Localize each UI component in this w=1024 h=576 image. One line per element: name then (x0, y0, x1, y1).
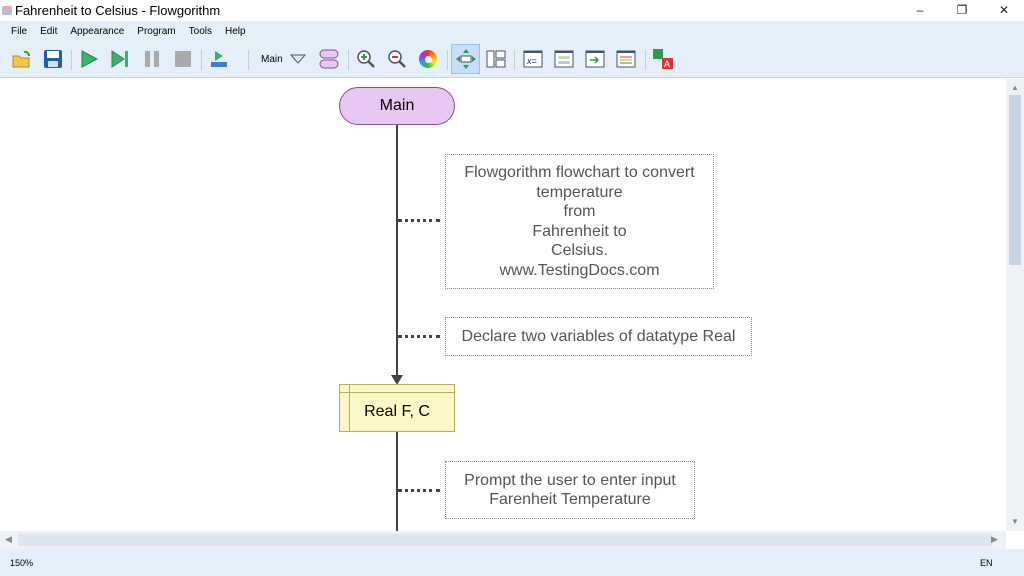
menu-tools[interactable]: Tools (188, 25, 213, 37)
scroll-up-icon[interactable]: ▲ (1011, 83, 1019, 92)
comment-line: Farenheit Temperature (489, 491, 651, 508)
app-icon (2, 6, 12, 15)
console-window-icon[interactable] (552, 47, 576, 71)
source-code-icon[interactable] (614, 47, 638, 71)
comment-line: Declare two variables of datatype Real (461, 327, 736, 345)
layout-icon[interactable] (484, 47, 508, 71)
add-function-icon[interactable] (317, 47, 341, 71)
scroll-thumb[interactable] (1009, 95, 1021, 265)
declare-block[interactable]: Real F, C (339, 384, 455, 432)
menu-bar: File Edit Appearance Program Tools Help (0, 21, 1024, 41)
function-dropdown-icon[interactable] (286, 47, 310, 71)
function-select[interactable]: Main (261, 54, 283, 65)
menu-help[interactable]: Help (225, 25, 246, 37)
minimize-button[interactable]: – (916, 3, 924, 17)
language-indicator: EN (980, 558, 993, 568)
comment-description[interactable]: Flowgorithm flowchart to convert tempera… (445, 154, 714, 289)
comment-line: temperature (536, 183, 623, 201)
pause-icon[interactable] (140, 47, 164, 71)
main-terminal[interactable]: Main (339, 87, 455, 125)
vertical-scrollbar[interactable]: ▲ ▼ (1006, 79, 1024, 531)
comment-line: from (563, 203, 596, 220)
title-bar: Fahrenheit to Celsius - Flowgorithm – ❐ … (0, 0, 1024, 21)
comment-line: Celsius. (551, 242, 608, 259)
step-icon[interactable] (108, 47, 132, 71)
comment-line: Flowgorithm flowchart to convert (464, 164, 695, 181)
stop-icon[interactable] (171, 47, 195, 71)
flow-line (396, 432, 398, 531)
comment-line: Prompt the user to enter input (464, 471, 676, 489)
comment-input[interactable]: Prompt the user to enter input Farenheit… (445, 461, 695, 519)
svg-text:A: A (664, 59, 670, 69)
comment-line: Fahrenheit to (532, 222, 627, 240)
flow-line (396, 125, 398, 375)
menu-appearance[interactable]: Appearance (70, 25, 125, 37)
window-title: Fahrenheit to Celsius - Flowgorithm (15, 3, 221, 18)
horizontal-scrollbar[interactable]: ◀ ▶ (0, 531, 1006, 549)
status-bar: 150% EN (0, 549, 1024, 576)
menu-file[interactable]: File (11, 25, 28, 37)
watch-window-icon[interactable] (583, 47, 607, 71)
scroll-thumb[interactable] (18, 534, 992, 546)
comment-connector (398, 219, 440, 222)
menu-edit[interactable]: Edit (40, 25, 58, 37)
comment-declare[interactable]: Declare two variables of datatype Real (445, 317, 752, 356)
maximize-button[interactable]: ❐ (956, 3, 968, 17)
comment-line: www.TestingDocs.com (499, 261, 660, 279)
zoom-level: 150% (10, 558, 34, 568)
arrowhead-icon (391, 375, 403, 385)
scroll-left-icon[interactable]: ◀ (5, 534, 12, 544)
save-icon[interactable] (41, 47, 65, 71)
svg-text:x=: x= (526, 56, 537, 66)
comment-connector (398, 489, 440, 492)
zoom-in-icon[interactable] (354, 47, 378, 71)
scroll-right-icon[interactable]: ▶ (991, 534, 998, 544)
center-view-icon[interactable] (451, 44, 480, 74)
declare-text: Real F, C (364, 403, 430, 420)
translate-icon[interactable]: A (651, 47, 675, 71)
menu-program[interactable]: Program (137, 25, 176, 37)
close-button[interactable]: ✕ (998, 3, 1010, 17)
run-speed-icon[interactable] (208, 47, 232, 71)
open-icon[interactable] (10, 47, 34, 71)
toolbar: Main x= A (0, 41, 1024, 78)
scroll-down-icon[interactable]: ▼ (1011, 517, 1019, 526)
variables-window-icon[interactable]: x= (521, 47, 545, 71)
flowchart-canvas[interactable]: Main Flowgorithm flowchart to convert te… (0, 79, 1006, 531)
run-icon[interactable] (77, 47, 101, 71)
color-scheme-icon[interactable] (416, 47, 440, 71)
zoom-out-icon[interactable] (385, 47, 409, 71)
comment-connector (398, 335, 440, 338)
